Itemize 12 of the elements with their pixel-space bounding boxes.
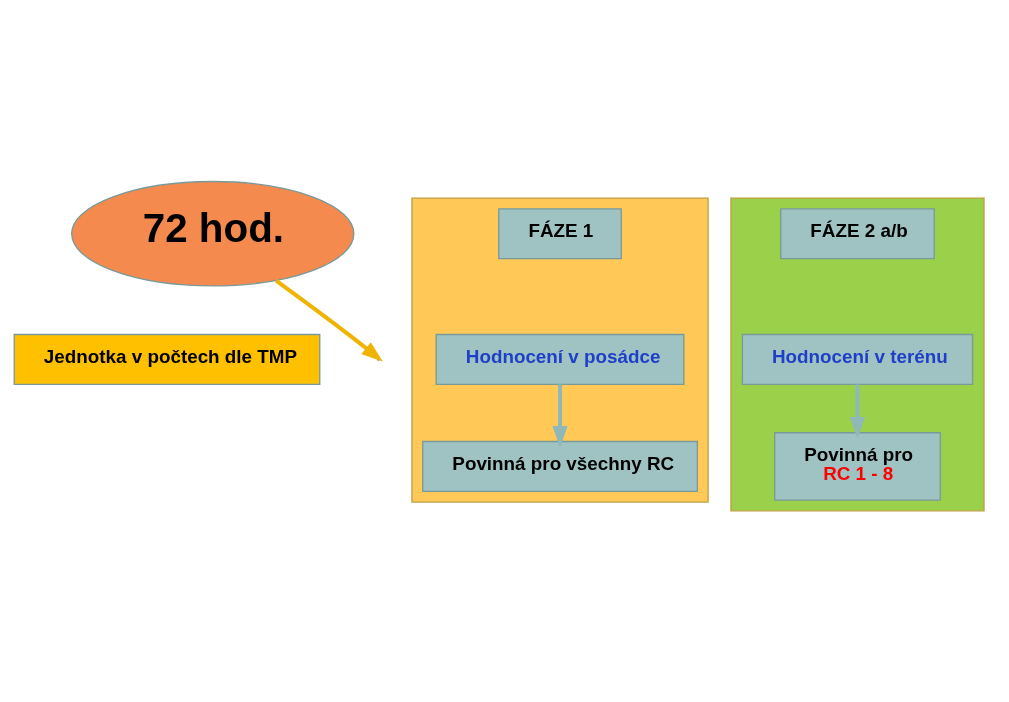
cluster: [411, 196, 709, 503]
node-box: FÁZE 2 a/b: [780, 207, 935, 259]
node-box: Hodnocení v posádce: [435, 333, 685, 385]
node-box: Jednotka v počtech dle TMP: [13, 333, 321, 385]
node-ellipse: 72 hod.: [71, 180, 355, 287]
arrow: [849, 383, 866, 439]
node-box: Povinná pro všechny RC: [422, 440, 698, 492]
node-box: Hodnocení v terénu: [741, 333, 974, 385]
arrow: [552, 383, 568, 448]
node-box: Povinná pro RC 1 - 8: [774, 431, 941, 501]
cluster: [730, 196, 985, 512]
node-box: FÁZE 1: [498, 207, 622, 259]
